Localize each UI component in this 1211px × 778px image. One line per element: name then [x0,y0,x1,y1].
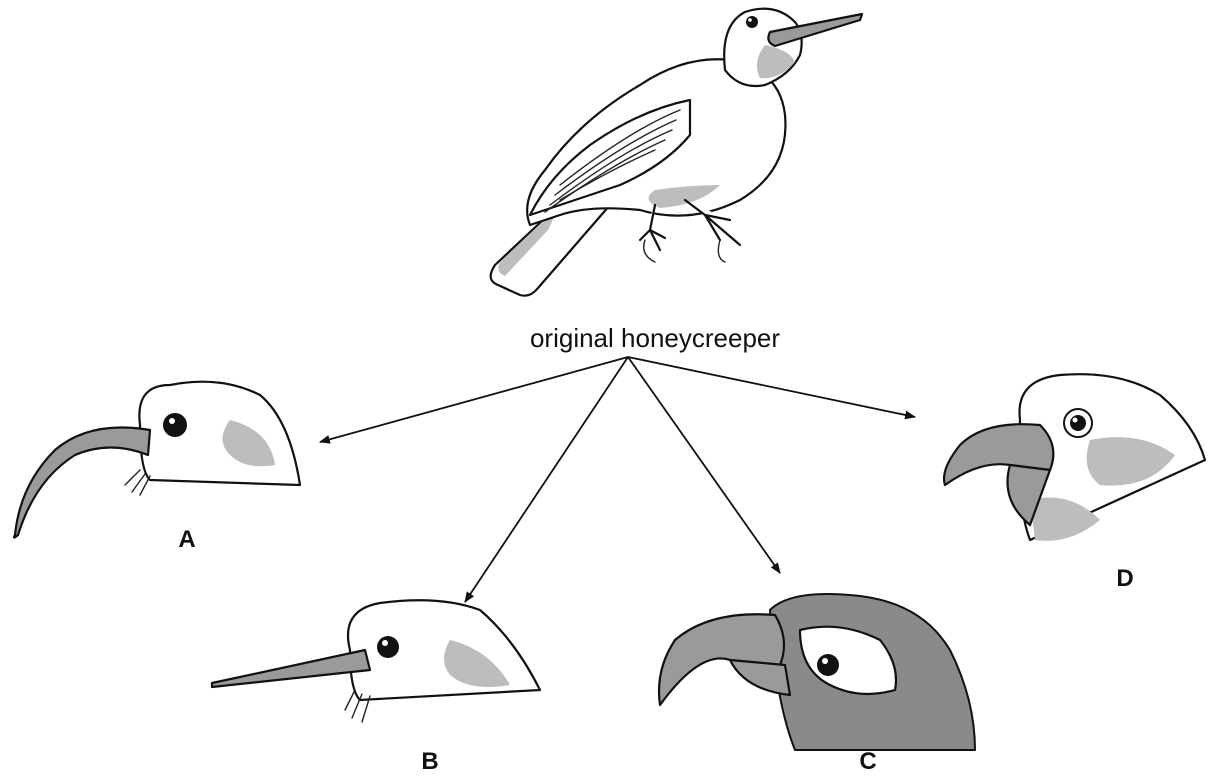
arrow-to-c [628,357,780,573]
arrow-to-d [628,357,915,417]
head-b-illustration [212,600,540,722]
head-c-label: C [859,748,876,775]
arrow-to-b [465,357,628,602]
original-honeycreeper-illustration [491,9,862,296]
root-label: original honeycreeper [530,323,780,353]
head-b-label: B [421,748,438,775]
arrows [320,357,915,602]
head-d-label: D [1116,565,1133,592]
head-a-label: A [178,526,195,553]
head-d-illustration [944,374,1205,541]
head-c-illustration [659,594,975,750]
head-a-illustration [14,382,300,538]
arrow-to-a [320,357,628,442]
